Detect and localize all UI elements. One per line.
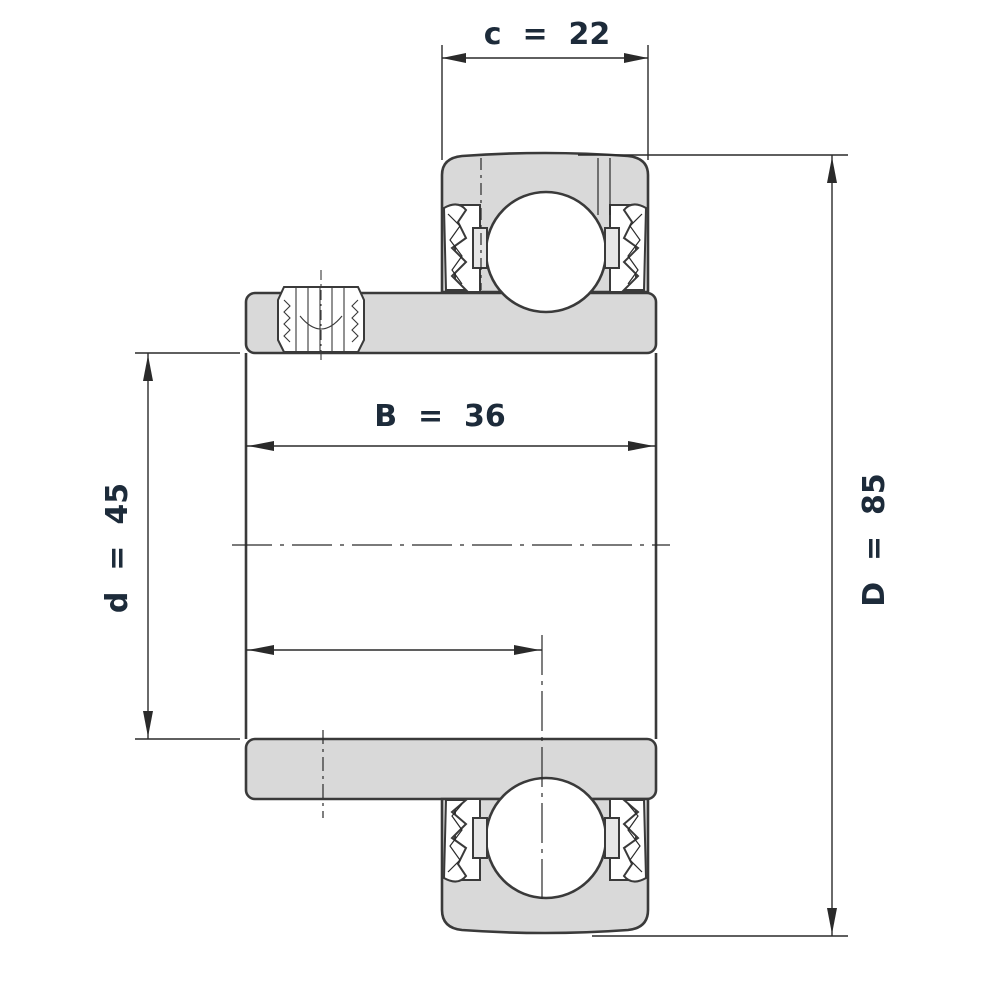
seal-top-left <box>442 203 469 291</box>
dimension-c-label: c = 22 <box>484 17 610 52</box>
ball-top <box>484 190 608 314</box>
dimension-B: B = 36 <box>246 399 656 451</box>
dimension-D-label: D = 85 <box>857 473 892 607</box>
dimension-d: d = 45 <box>100 352 240 740</box>
inner-ring-bottom <box>244 737 658 801</box>
dimension-screw-offset <box>246 645 542 655</box>
dimension-B-label: B = 36 <box>374 399 506 434</box>
seal-top-right <box>621 203 648 291</box>
dimension-D: D = 85 <box>578 154 892 937</box>
dimension-c: c = 22 <box>441 17 649 160</box>
seal-bottom-right <box>621 799 648 883</box>
ball-bottom <box>484 776 608 900</box>
dimension-d-label: d = 45 <box>100 483 135 613</box>
seal-bottom-left <box>442 799 469 883</box>
set-screw <box>277 270 365 362</box>
